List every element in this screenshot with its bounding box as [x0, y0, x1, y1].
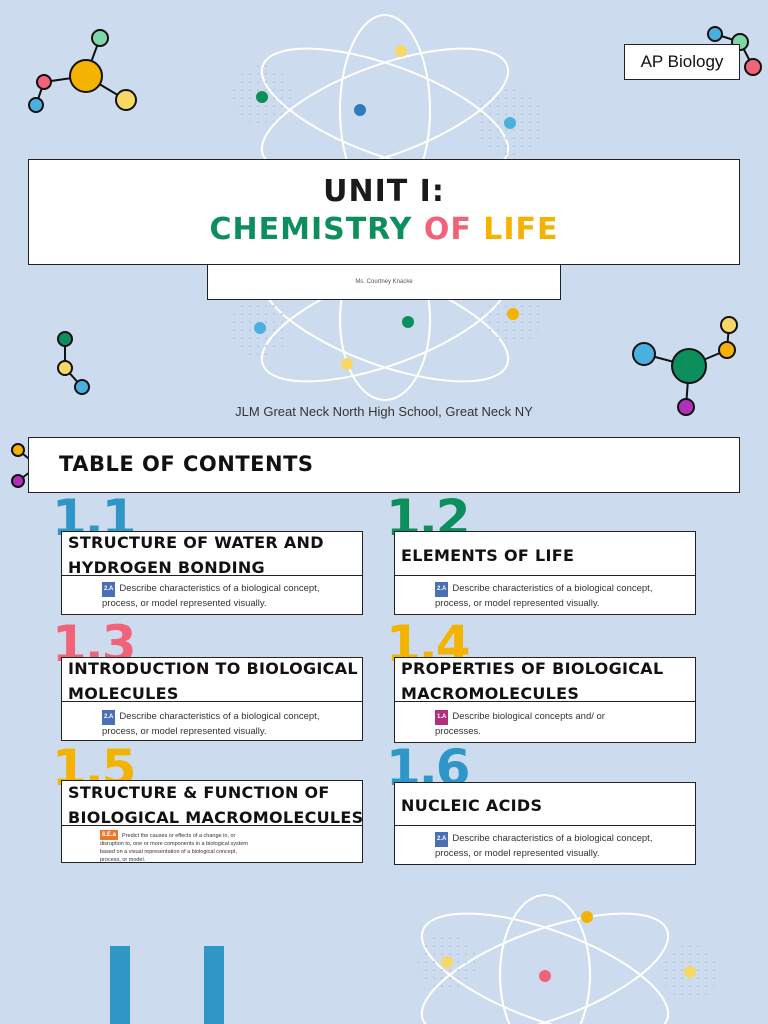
molecule-mid-right [632, 316, 738, 416]
section-card-1-4[interactable]: PROPERTIES OF BIOLOGICAL MACROMOLECULES [394, 657, 696, 703]
section-title-1-2: ELEMENTS OF LIFE [401, 545, 575, 565]
skill-badge-1-5: 6.E.a [100, 830, 119, 840]
atom-orbit-bottom [420, 894, 670, 1024]
title-word-life: LIFE [483, 212, 559, 247]
section-card-1-6[interactable]: NUCLEIC ACIDS [394, 782, 696, 827]
molecule-mid-left [57, 331, 90, 395]
unit-subtitle: CHEMISTRY OF LIFE [29, 212, 739, 247]
skill-badge-1-1: 2.A [102, 582, 116, 597]
skill-badge-1-3: 2.A [102, 710, 116, 725]
section-title-1-4: PROPERTIES OF BIOLOGICAL MACROMOLECULES [401, 659, 664, 703]
molecule-top-left [28, 29, 137, 113]
skill-badge-1-2: 2.A [435, 582, 449, 597]
section-title-1-3: INTRODUCTION TO BIOLOGICAL MOLECULES [68, 659, 358, 703]
section-card-1-1[interactable]: STRUCTURE OF WATER AND HYDROGEN BONDING [61, 531, 363, 577]
school-name: JLM Great Neck North High School, Great … [235, 404, 533, 419]
course-tag: AP Biology [624, 44, 740, 80]
section-title-1-6: NUCLEIC ACIDS [401, 796, 543, 815]
section-card-1-5[interactable]: STRUCTURE & FUNCTION OF BIOLOGICAL MACRO… [61, 780, 363, 827]
section-card-1-3[interactable]: INTRODUCTION TO BIOLOGICAL MOLECULES [61, 657, 363, 703]
molecule-top-right [707, 26, 762, 76]
bottom-numeral-bar-right [204, 946, 224, 1024]
author-box: Ms. Courtney Knacke [207, 265, 561, 300]
section-title-1-1: STRUCTURE OF WATER AND HYDROGEN BONDING [68, 533, 324, 577]
skill-badge-1-4: 1.A [435, 710, 449, 725]
title-word-chemistry: CHEMISTRY [209, 212, 413, 247]
section-title-1-5: STRUCTURE & FUNCTION OF BIOLOGICAL MACRO… [68, 782, 364, 827]
skill-badge-1-6: 2.A [435, 832, 449, 847]
author-name: Ms. Courtney Knacke [355, 279, 413, 285]
unit-title: UNIT I: [323, 174, 445, 209]
title-word-of: OF [423, 212, 472, 247]
section-card-1-2[interactable]: ELEMENTS OF LIFE [394, 531, 696, 577]
bottom-numeral-bar-left [110, 946, 130, 1024]
title-box: UNIT I: CHEMISTRY OF LIFE [28, 159, 740, 265]
toc-header: TABLE OF CONTENTS [28, 437, 740, 493]
toc-title: TABLE OF CONTENTS [59, 452, 314, 476]
